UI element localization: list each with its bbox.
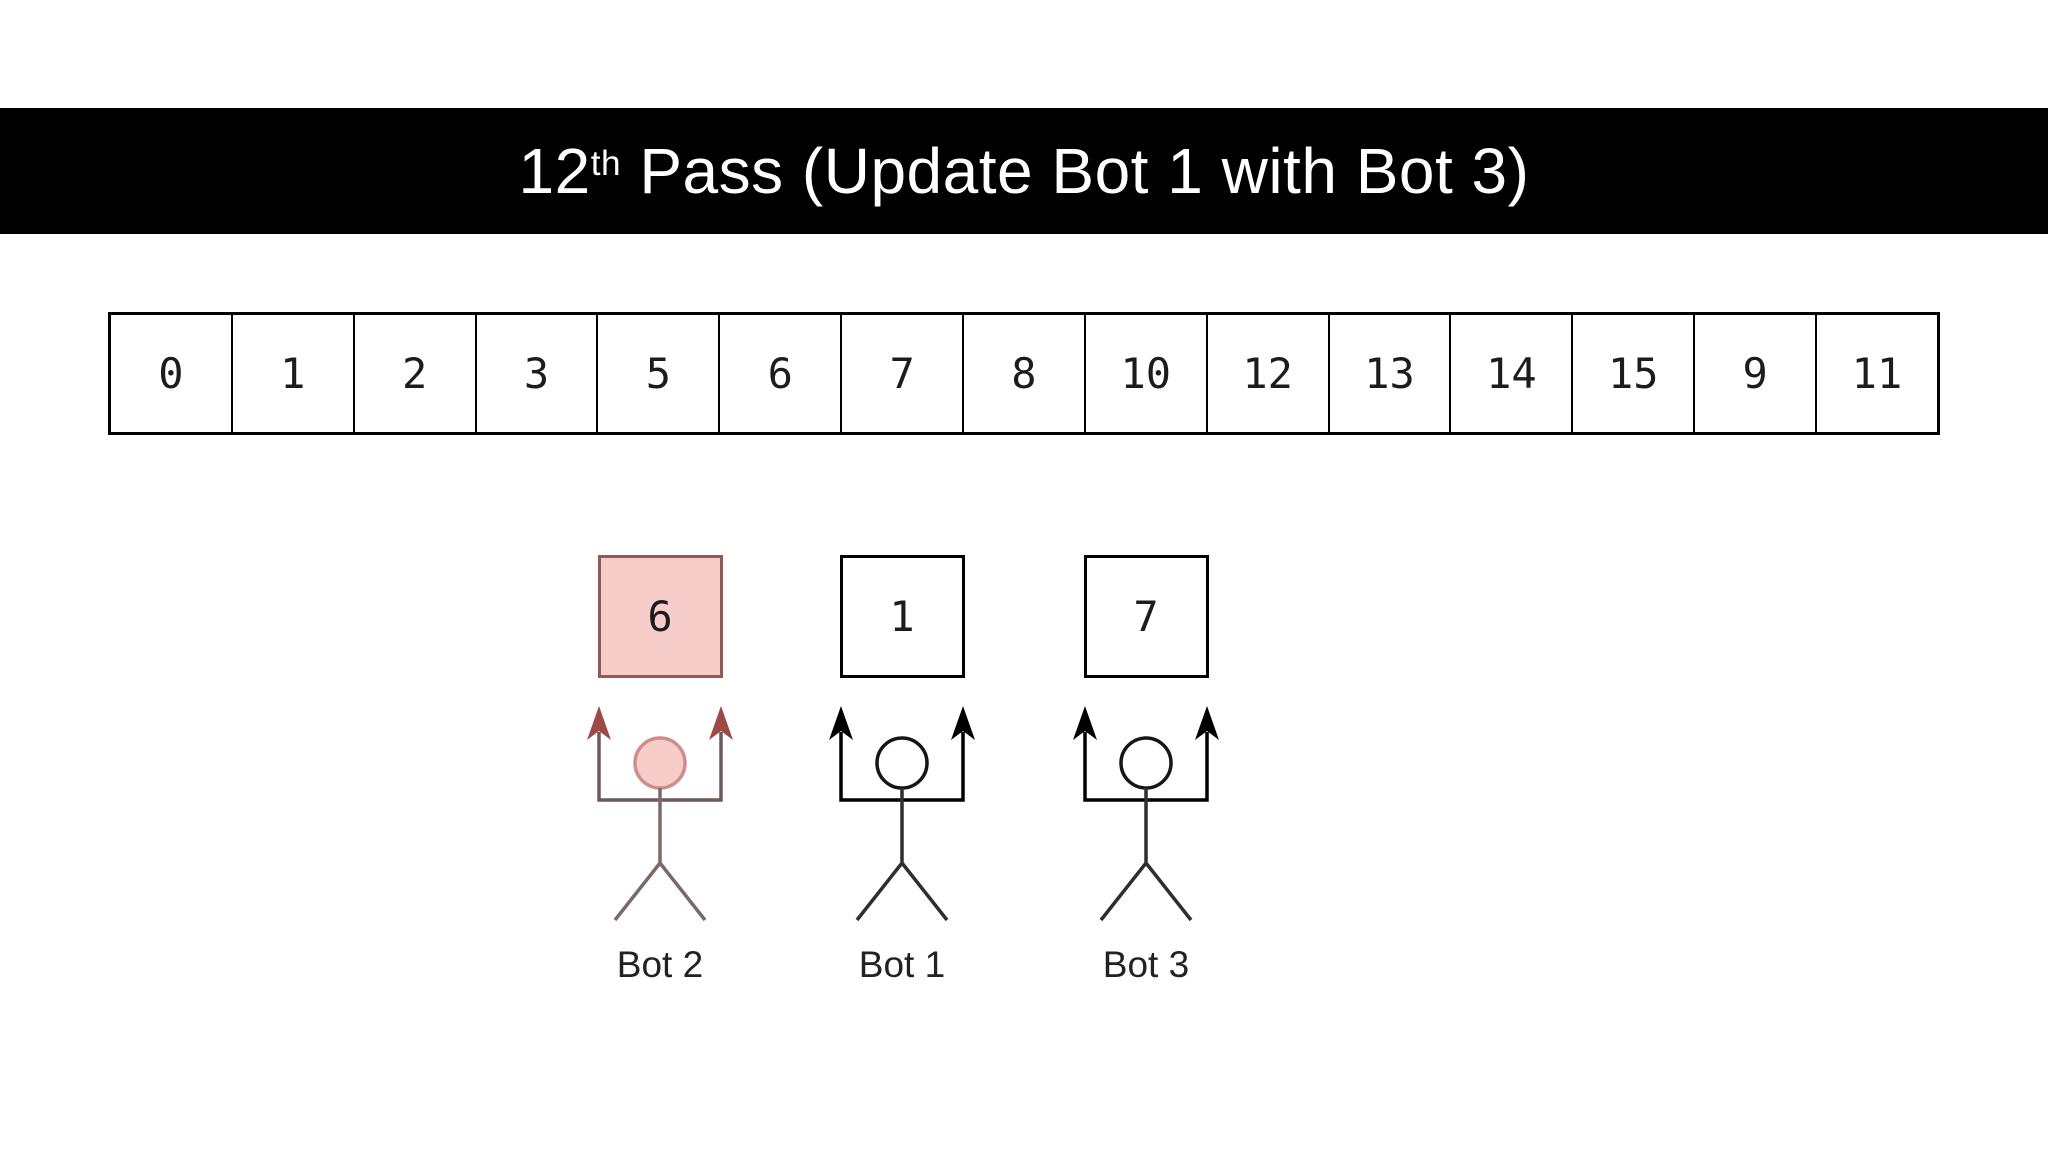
array-cell: 0 bbox=[111, 315, 233, 432]
pass-number: 12 bbox=[518, 135, 591, 207]
bot-label: Bot 2 bbox=[616, 944, 704, 985]
bot-value-box: 6 bbox=[597, 555, 723, 678]
array-cell: 2 bbox=[355, 315, 477, 432]
stick-figure-icon bbox=[1073, 706, 1219, 922]
bot-value-box: 1 bbox=[839, 555, 965, 678]
title-text: Pass (Update Bot 1 with Bot 3) bbox=[621, 135, 1530, 207]
array-cell: 9 bbox=[1695, 315, 1818, 432]
slide-title: 12th Pass (Update Bot 1 with Bot 3) bbox=[519, 134, 1530, 208]
stick-figure-icon bbox=[829, 706, 975, 922]
array-cell: 14 bbox=[1451, 315, 1574, 432]
array-cell: 12 bbox=[1208, 315, 1330, 432]
array-cell: 8 bbox=[964, 315, 1086, 432]
bot-1-figure-group: 1 Bot 1 bbox=[817, 555, 987, 986]
array-cell: 13 bbox=[1330, 315, 1452, 432]
title-bar: 12th Pass (Update Bot 1 with Bot 3) bbox=[0, 108, 2048, 234]
ordinal-suffix: th bbox=[590, 143, 622, 183]
bot-3-figure-group: 7 Bot 3 bbox=[1061, 555, 1231, 986]
array-cell: 7 bbox=[842, 315, 965, 432]
bot-label: Bot 3 bbox=[1102, 944, 1190, 985]
array-cell: 5 bbox=[598, 315, 721, 432]
bot-label: Bot 1 bbox=[858, 944, 946, 985]
value-array: 0 1 2 3 5 6 7 8 10 12 13 14 15 9 11 bbox=[108, 312, 1940, 435]
bot-value-box: 7 bbox=[1083, 555, 1209, 678]
array-cell: 10 bbox=[1086, 315, 1208, 432]
array-cell: 15 bbox=[1573, 315, 1696, 432]
array-cell: 6 bbox=[720, 315, 843, 432]
stick-figure-icon bbox=[587, 706, 733, 922]
array-cell: 3 bbox=[477, 315, 599, 432]
array-cell: 1 bbox=[233, 315, 355, 432]
array-cell: 11 bbox=[1851, 349, 1903, 398]
bot-2-figure-group: 6 Bot 2 bbox=[575, 555, 745, 986]
